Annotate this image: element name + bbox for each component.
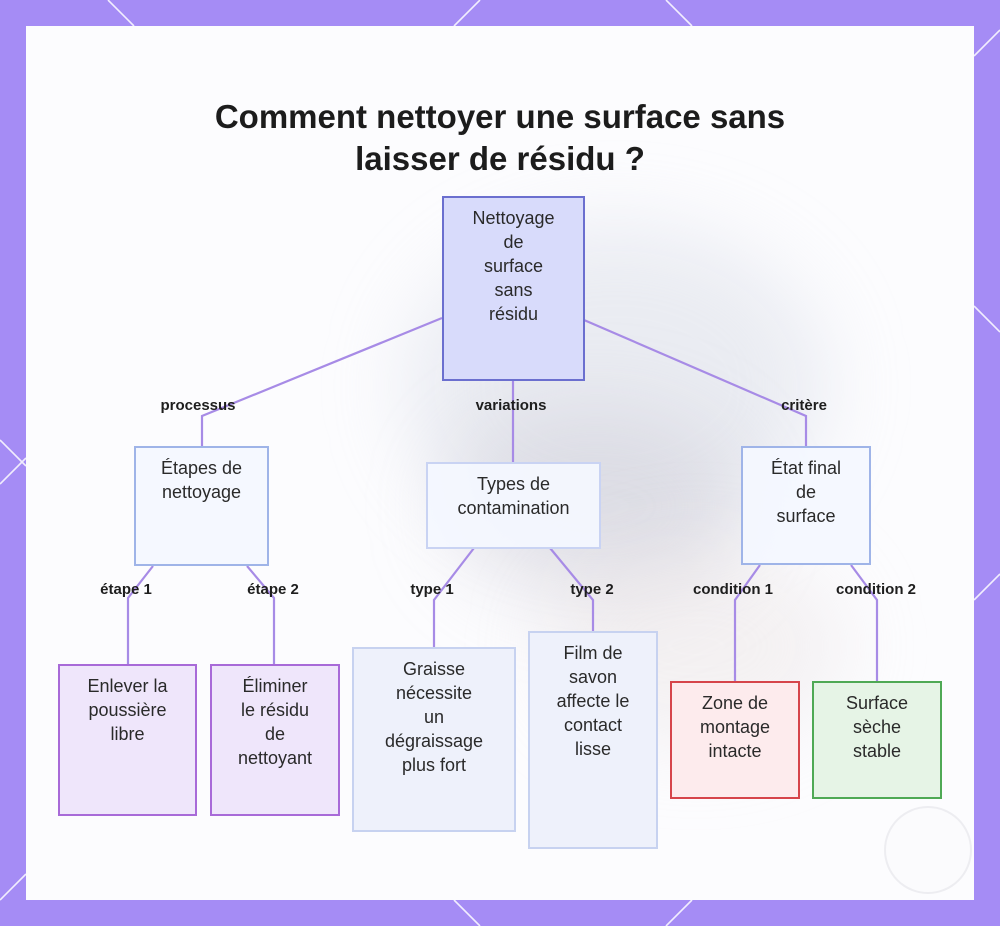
node-eliminer: Éliminer le résidu de nettoyant <box>210 664 340 816</box>
edge-processus <box>202 318 442 446</box>
node-etat-line: de <box>771 480 841 504</box>
edge-label-critere: critère <box>781 397 827 414</box>
node-enlever-line: libre <box>87 722 167 746</box>
node-graisse-line: dégraissage <box>385 729 483 753</box>
edge-label-condition2: condition 2 <box>836 581 916 598</box>
node-zone-line: montage <box>700 715 770 739</box>
node-zone-line: Zone de <box>700 691 770 715</box>
node-surface-line: Surface <box>846 691 908 715</box>
node-graisse-line: Graisse <box>385 657 483 681</box>
node-film-line: lisse <box>557 737 630 761</box>
node-etapes-line: nettoyage <box>161 480 242 504</box>
node-film-line: affecte le <box>557 689 630 713</box>
node-root-line: de <box>472 230 554 254</box>
node-film-line: Film de <box>557 641 630 665</box>
node-eliminer-line: nettoyant <box>238 746 312 770</box>
node-etat: État final de surface <box>741 446 871 565</box>
node-root: Nettoyage de surface sans résidu <box>442 196 585 381</box>
node-eliminer-line: Éliminer <box>238 674 312 698</box>
node-eliminer-line: le résidu <box>238 698 312 722</box>
node-etapes-line: Étapes de <box>161 456 242 480</box>
node-zone: Zone de montage intacte <box>670 681 800 799</box>
edge-label-type2: type 2 <box>570 581 613 598</box>
edge-label-etape1: étape 1 <box>100 581 152 598</box>
node-graisse-line: plus fort <box>385 753 483 777</box>
node-etapes: Étapes de nettoyage <box>134 446 269 566</box>
node-root-line: résidu <box>472 302 554 326</box>
node-etat-line: État final <box>771 456 841 480</box>
node-surface-line: stable <box>846 739 908 763</box>
node-surface-line: sèche <box>846 715 908 739</box>
node-film-line: savon <box>557 665 630 689</box>
node-zone-line: intacte <box>700 739 770 763</box>
edge-label-processus: processus <box>160 397 235 414</box>
node-root-line: Nettoyage <box>472 206 554 230</box>
node-eliminer-line: de <box>238 722 312 746</box>
node-surface: Surface sèche stable <box>812 681 942 799</box>
node-enlever-line: poussière <box>87 698 167 722</box>
node-enlever: Enlever la poussière libre <box>58 664 197 816</box>
edge-label-etape2: étape 2 <box>247 581 299 598</box>
node-graisse-line: un <box>385 705 483 729</box>
node-root-line: surface <box>472 254 554 278</box>
node-graisse: Graisse nécessite un dégraissage plus fo… <box>352 647 516 832</box>
edge-label-type1: type 1 <box>410 581 453 598</box>
node-types: Types de contamination <box>426 462 601 549</box>
node-enlever-line: Enlever la <box>87 674 167 698</box>
edge-label-condition1: condition 1 <box>693 581 773 598</box>
edge-label-variations: variations <box>476 397 547 414</box>
node-graisse-line: nécessite <box>385 681 483 705</box>
node-types-line: Types de <box>457 472 569 496</box>
node-types-line: contamination <box>457 496 569 520</box>
node-root-line: sans <box>472 278 554 302</box>
edge-critere <box>584 320 806 446</box>
node-film: Film de savon affecte le contact lisse <box>528 631 658 849</box>
node-film-line: contact <box>557 713 630 737</box>
node-etat-line: surface <box>771 504 841 528</box>
